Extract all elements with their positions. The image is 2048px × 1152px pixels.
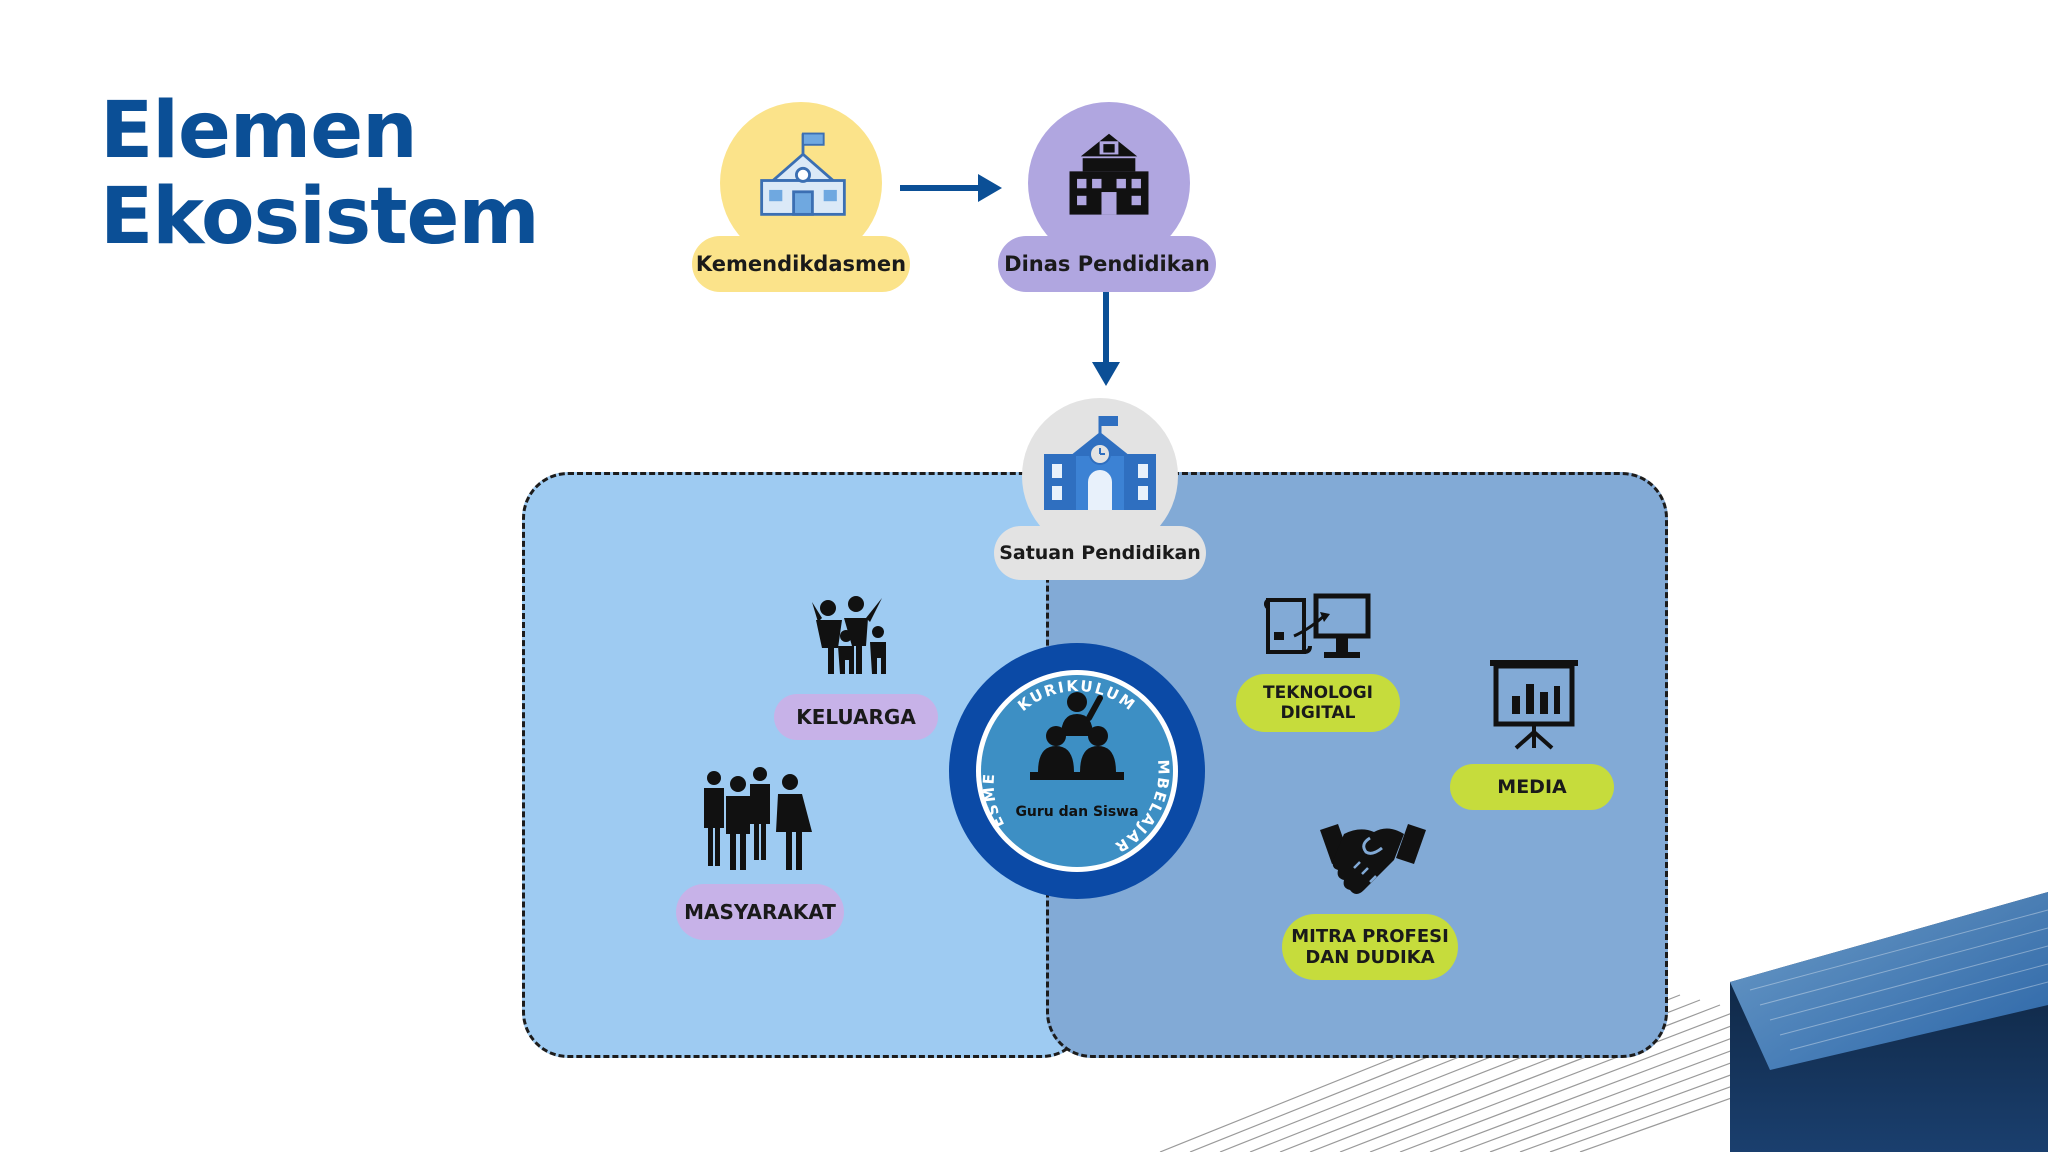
community-icon	[698, 764, 816, 872]
kemendikdasmen-label: Kemendikdasmen	[692, 236, 910, 292]
teacher-students-icon	[1030, 692, 1124, 780]
page-title: Elemen Ekosistem	[100, 86, 540, 262]
school-clock-icon	[1036, 412, 1164, 512]
building-icon	[1062, 130, 1156, 224]
title-line-2: Ekosistem	[100, 172, 540, 262]
handshake-icon	[1318, 816, 1428, 900]
corner-decoration	[1159, 892, 2048, 1152]
digital-devices-icon	[1264, 592, 1372, 666]
arrow-kemendikdasmen-to-dinas	[900, 174, 1002, 202]
dinas-label: Dinas Pendidikan	[998, 236, 1216, 292]
satuan-label: Satuan Pendidikan	[994, 526, 1206, 580]
keluarga-label: KELUARGA	[774, 694, 938, 740]
hub-diagram: KURIKULUM PEMBELAJARAN ASESMEN Guru dan …	[946, 640, 1205, 899]
title-line-1: Elemen	[100, 86, 418, 176]
hub-center-label: Guru dan Siswa	[1015, 804, 1138, 820]
arrow-dinas-to-satuan	[1092, 292, 1120, 386]
presentation-board-icon	[1486, 656, 1582, 752]
teknologi-digital-label: TEKNOLOGI DIGITAL	[1236, 674, 1400, 732]
school-flag-icon	[756, 126, 850, 220]
hub-inner	[981, 675, 1173, 867]
family-icon	[808, 592, 898, 676]
media-label: MEDIA	[1450, 764, 1614, 810]
mitra-label: MITRA PROFESI DAN DUDIKA	[1282, 914, 1458, 980]
masyarakat-label: MASYARAKAT	[676, 884, 844, 940]
